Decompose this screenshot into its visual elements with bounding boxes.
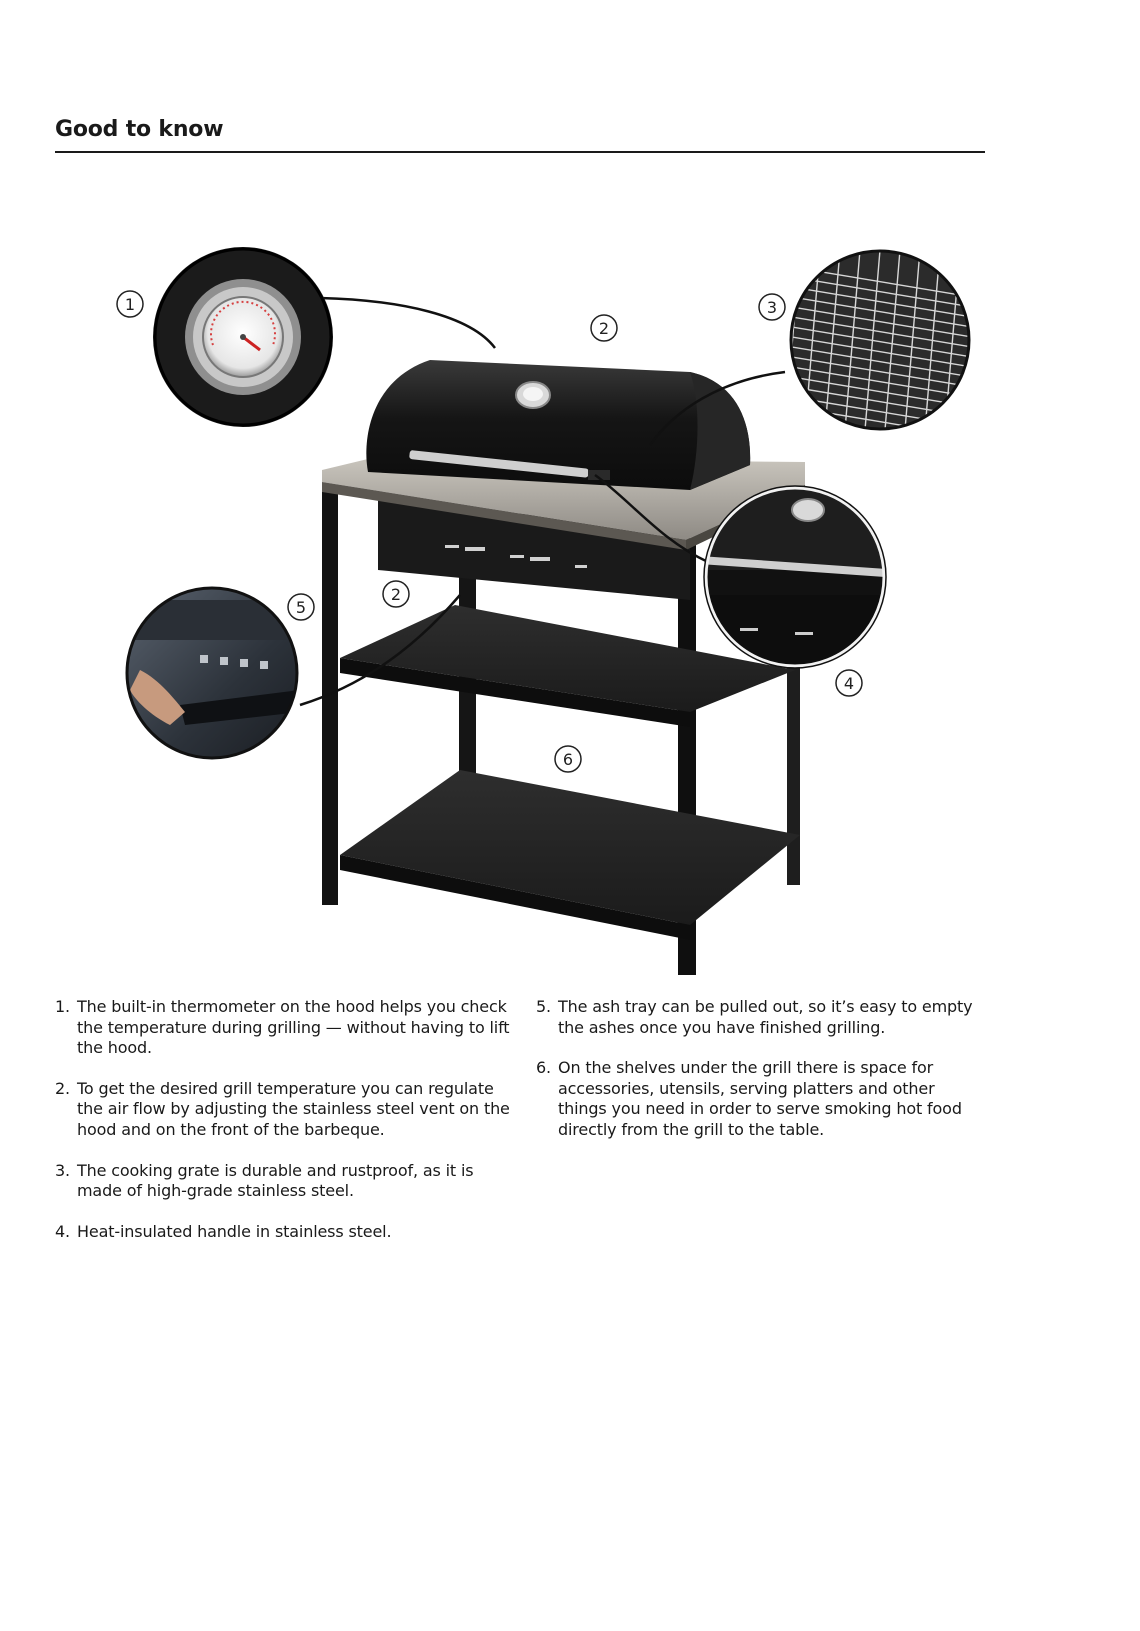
callout-6-label: 6 [563, 750, 573, 769]
callout-3-label: 3 [767, 298, 777, 317]
callout-3-badge [758, 293, 786, 321]
list-item: 6. On the shelves under the grill there … [536, 1058, 962, 1139]
list-item: 1. The built-in thermometer on the hood … [55, 997, 510, 1058]
callout-5-label: 5 [296, 598, 306, 617]
feature-list-left: 1. The built-in thermometer on the hood … [55, 997, 515, 1262]
callout-4-label: 4 [844, 674, 854, 693]
callout-2-label: 2 [599, 319, 609, 338]
grill-body [322, 360, 805, 975]
callout-2b-label: 2 [391, 585, 401, 604]
handle-detail [594, 473, 887, 669]
callout-2b-badge [382, 580, 410, 608]
feature-list-right: 5. The ash tray can be pulled out, so it… [536, 997, 976, 1161]
grill-illustration: 1 2 3 2 5 4 6 [116, 247, 971, 975]
list-item: 4. Heat-insulated handle in stainless st… [55, 1221, 392, 1241]
callout-6-badge [554, 745, 582, 773]
list-item: 2. To get the desired grill temperature … [55, 1078, 510, 1139]
callout-4-badge [835, 669, 863, 697]
list-item: 3. The cooking grate is durable and rust… [55, 1160, 474, 1201]
callout-1-badge [116, 290, 144, 318]
thermometer-detail [153, 247, 496, 427]
callout-5-badge [287, 593, 315, 621]
list-item: 5. The ash tray can be pulled out, so it… [536, 997, 973, 1037]
callout-2-badge [590, 314, 618, 342]
section-title: Good to know [55, 117, 224, 142]
grate-detail [648, 249, 971, 446]
callout-1-label: 1 [125, 295, 135, 314]
title-divider [55, 151, 985, 153]
